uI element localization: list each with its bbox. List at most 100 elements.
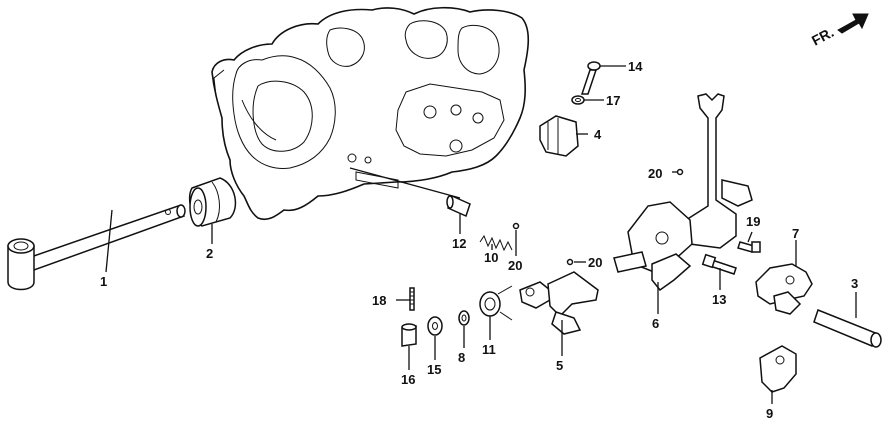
interlock-left-boss xyxy=(519,281,551,309)
leader-lines xyxy=(105,65,857,404)
washer-8-body xyxy=(458,310,470,326)
callout-20b: 20 xyxy=(508,258,522,273)
guide-pin-body xyxy=(813,309,880,347)
nut-17-body xyxy=(571,95,585,105)
callout-12: 12 xyxy=(452,236,466,251)
callout-4: 4 xyxy=(594,127,602,142)
callout-6: 6 xyxy=(652,316,659,331)
callout-1: 1 xyxy=(100,274,107,289)
holder-bracket-body xyxy=(539,115,579,157)
leader-1 xyxy=(105,209,113,273)
part-torsion-spring xyxy=(479,285,513,321)
part-shift-lever xyxy=(613,93,753,292)
interlock-hole xyxy=(525,287,535,297)
shift-lever-fork xyxy=(679,93,737,249)
part-sleeve xyxy=(446,194,471,218)
part-collar-16 xyxy=(401,323,417,347)
sleeve-end xyxy=(446,195,454,209)
shaft-boot-bore xyxy=(193,199,203,215)
part-steel-balls xyxy=(512,168,684,266)
shaft-boot-rib xyxy=(211,181,220,223)
steel-ball-20c xyxy=(566,258,574,266)
callout-3: 3 xyxy=(851,276,858,291)
guide-pin-end xyxy=(870,332,882,348)
steel-ball-20a xyxy=(676,168,684,176)
callout-20c: 20 xyxy=(588,255,602,270)
shift-lever-plate-hole xyxy=(655,231,669,245)
shift-piece-hole xyxy=(775,355,785,365)
shift-lever-stub xyxy=(613,251,647,273)
case-hole-f xyxy=(364,156,372,164)
holder-bracket-ribs xyxy=(547,118,559,154)
shift-shaft-pin-hole xyxy=(165,209,171,215)
shift-shaft-boss-top xyxy=(7,238,35,254)
spring-coil xyxy=(479,234,513,252)
callout-19: 19 xyxy=(746,214,760,229)
shift-arm-tab xyxy=(773,291,802,315)
interlock-arm xyxy=(547,271,599,318)
bolt-14-head xyxy=(587,61,601,71)
part-roll-pin-18 xyxy=(409,287,415,311)
shift-shaft-bore xyxy=(13,241,29,251)
front-arrow-icon xyxy=(837,13,869,34)
callout-17: 17 xyxy=(606,93,620,108)
shaft-boot-face xyxy=(189,187,207,227)
torsion-spring-inner xyxy=(484,297,496,311)
part-shift-shaft xyxy=(7,204,186,291)
part-holder-bracket xyxy=(539,115,579,157)
front-direction-indicator: FR. xyxy=(809,13,869,49)
case-hole-d xyxy=(449,139,463,153)
roll-pin-18-body xyxy=(409,287,415,311)
part-bolt-13 xyxy=(701,253,737,275)
bell-housing-bore xyxy=(232,55,336,169)
case-hole-e xyxy=(347,153,357,163)
inner-bore xyxy=(252,80,313,152)
nut-17-hole xyxy=(575,97,581,103)
torsion-spring-coil xyxy=(479,291,501,317)
case-boss-right xyxy=(457,24,500,75)
washer-15-hole xyxy=(432,322,438,330)
shift-lever-boss xyxy=(651,253,692,292)
roll-pin-18-lines xyxy=(410,291,414,305)
callout-20a: 20 xyxy=(648,166,662,181)
bolt-19-head xyxy=(751,241,761,253)
case-hole-c xyxy=(472,112,484,124)
callout-13: 13 xyxy=(712,292,726,307)
part-washer-8 xyxy=(458,310,470,326)
callout-10: 10 xyxy=(484,250,498,265)
part-bolt-19 xyxy=(737,241,761,253)
shift-lever-hook xyxy=(721,179,753,207)
transmission-case xyxy=(211,6,530,221)
case-boss-mid xyxy=(404,20,448,59)
callout-2: 2 xyxy=(206,246,213,261)
leader-shaft-bore xyxy=(349,167,461,199)
shift-shaft-end xyxy=(176,204,186,218)
shift-arm-hole xyxy=(785,275,795,285)
steel-ball-20b xyxy=(512,222,520,230)
part-spring xyxy=(479,234,513,252)
case-flange xyxy=(213,69,225,97)
interlock-tail xyxy=(551,311,582,335)
case-hole-b xyxy=(450,104,462,116)
washer-8-hole xyxy=(461,314,467,322)
torsion-spring-legs xyxy=(497,285,513,321)
case-outline xyxy=(211,6,530,221)
part-shaft-boot xyxy=(188,177,237,227)
leader-19 xyxy=(747,231,753,243)
shift-shaft-boss xyxy=(7,245,35,291)
valve-body-area xyxy=(395,83,505,157)
part-nut-17 xyxy=(571,95,585,105)
part-shift-piece xyxy=(759,345,797,393)
shift-shaft-rod xyxy=(26,205,186,271)
callout-16: 16 xyxy=(401,372,415,387)
shift-arm-body xyxy=(755,263,813,305)
callout-7: 7 xyxy=(792,226,799,241)
callout-9: 9 xyxy=(766,406,773,421)
callout-14: 14 xyxy=(628,59,643,74)
callout-11: 11 xyxy=(482,342,496,357)
part-washer-15 xyxy=(427,316,443,336)
case-boss-upper xyxy=(326,27,365,67)
bolt-13-head xyxy=(701,253,717,269)
collar-16-top xyxy=(401,323,417,331)
